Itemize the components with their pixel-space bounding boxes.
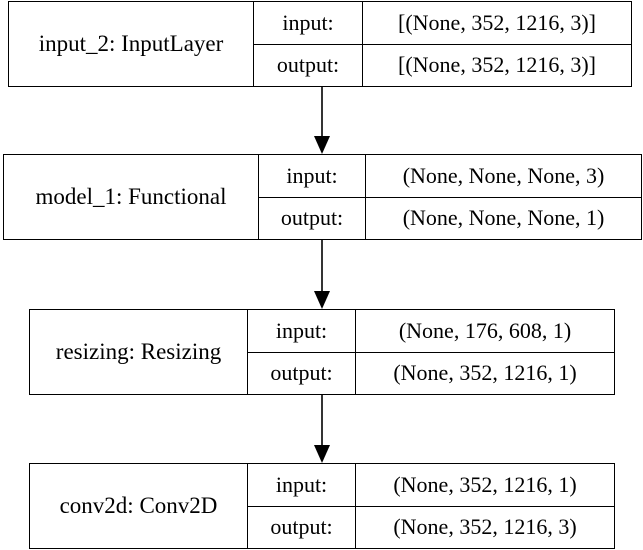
edge-resizing-to-conv2d: [314, 395, 330, 463]
input-label: input:: [248, 310, 355, 353]
node-name: model_1: Functional: [4, 155, 259, 239]
io-labels: input: output:: [259, 155, 366, 239]
io-values: (None, 352, 1216, 1) (None, 352, 1216, 3…: [356, 464, 614, 548]
node-input-2: input_2: InputLayer input: output: [(Non…: [8, 1, 632, 87]
output-label: output:: [270, 514, 333, 540]
io-labels: input: output:: [248, 464, 356, 548]
edge-input-2-to-model-1: [314, 87, 330, 154]
input-label: input:: [259, 155, 365, 198]
node-model-1: model_1: Functional input: output: (None…: [3, 154, 642, 240]
input-label: input:: [248, 464, 355, 507]
output-shape: [(None, 352, 1216, 3)]: [398, 52, 596, 78]
node-name: resizing: Resizing: [30, 310, 248, 394]
input-shape: (None, 176, 608, 1): [356, 310, 614, 353]
input-shape: (None, 352, 1216, 1): [356, 464, 614, 507]
input-label: input:: [254, 2, 362, 45]
output-shape: (None, None, None, 1): [402, 205, 605, 231]
output-label: output:: [270, 360, 333, 386]
input-shape: [(None, 352, 1216, 3)]: [363, 2, 631, 45]
io-values: (None, None, None, 3) (None, None, None,…: [366, 155, 641, 239]
output-label: output:: [280, 205, 344, 231]
input-shape: (None, None, None, 3): [366, 155, 641, 198]
output-shape: (None, 352, 1216, 3): [393, 514, 577, 540]
node-name: input_2: InputLayer: [9, 2, 254, 86]
node-resizing: resizing: Resizing input: output: (None,…: [29, 309, 615, 395]
output-shape: (None, 352, 1216, 1): [393, 360, 577, 386]
io-labels: input: output:: [248, 310, 356, 394]
io-values: (None, 176, 608, 1) (None, 352, 1216, 1): [356, 310, 614, 394]
io-values: [(None, 352, 1216, 3)] [(None, 352, 1216…: [363, 2, 631, 86]
output-label: output:: [276, 52, 340, 78]
node-conv2d: conv2d: Conv2D input: output: (None, 352…: [29, 463, 615, 549]
node-name: conv2d: Conv2D: [30, 464, 248, 548]
edge-model-1-to-resizing: [314, 240, 330, 309]
io-labels: input: output:: [254, 2, 363, 86]
